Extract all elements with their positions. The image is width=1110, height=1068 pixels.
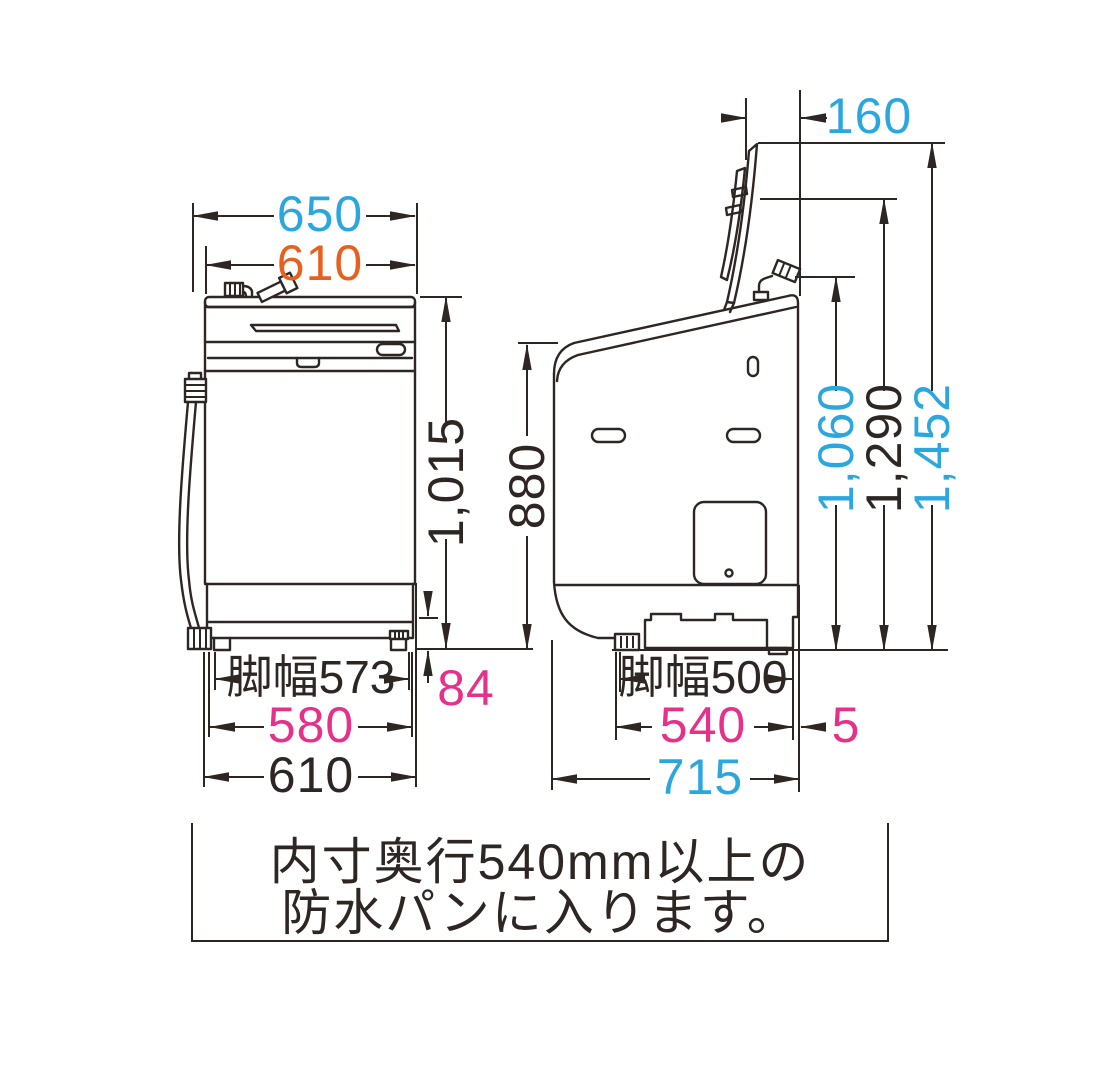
front-right-leg — [389, 637, 408, 652]
side-front-skirt — [552, 580, 617, 640]
front-panel-lines — [203, 340, 417, 373]
note-line-1: 内寸奥行540mm以上の — [270, 834, 811, 890]
side-body-outline — [552, 294, 800, 587]
dim-650-label: 650 — [277, 186, 363, 242]
dim-leg-width-500-label: 脚幅500 — [619, 651, 788, 703]
front-lid-groove — [249, 323, 401, 333]
front-top-hose-fittings — [223, 271, 299, 304]
front-pill-button — [375, 342, 407, 357]
side-handle-slot-right — [725, 427, 762, 444]
front-cabinet-outline — [203, 300, 417, 586]
dim-1060-label: 1,060 — [808, 383, 864, 513]
front-top-band — [203, 295, 417, 309]
ext-side-heights — [518, 142, 945, 344]
extension-lines — [192, 90, 948, 792]
note-box: 内寸奥行540mm以上の 防水パンに入ります。 — [191, 823, 889, 942]
front-view-drawing — [177, 271, 417, 652]
side-open-lid — [719, 142, 759, 314]
front-drain-hose — [177, 371, 213, 651]
front-right-leg-ribbed-fitting — [388, 629, 410, 641]
side-service-panel — [692, 500, 768, 586]
side-view-drawing — [552, 142, 802, 656]
dim-leg-width-573-label: 脚幅573 — [227, 651, 396, 703]
front-center-tab — [295, 356, 321, 369]
front-base — [205, 582, 415, 640]
dim-160-label: 160 — [826, 88, 912, 144]
side-vertical-slot — [746, 355, 760, 378]
dim-84-label: 84 — [437, 660, 495, 716]
ext-front-bottom — [203, 583, 417, 787]
side-top-seam — [555, 305, 798, 383]
dim-580-label: 580 — [268, 697, 354, 753]
side-panel-screw — [724, 568, 734, 578]
dimension-lines — [192, 113, 937, 784]
side-base — [613, 583, 800, 656]
dim-1290-label: 1,290 — [856, 383, 912, 513]
dim-880-label: 880 — [499, 443, 555, 529]
dimension-labels: 650 610 1,015 84 脚幅573 580 610 160 880 1… — [227, 88, 960, 805]
dim-1015-label: 1,015 — [418, 417, 474, 547]
side-rear-hose-fitting — [752, 258, 802, 302]
note-line-2: 防水パンに入ります。 — [281, 885, 799, 941]
front-left-leg — [212, 636, 232, 652]
dim-1452-label: 1,452 — [904, 383, 960, 513]
dim-5-label: 5 — [832, 697, 861, 753]
note-box-border — [191, 823, 889, 942]
dim-610-bottom-label: 610 — [268, 747, 354, 803]
dim-540-label: 540 — [660, 697, 746, 753]
dim-715-label: 715 — [657, 749, 743, 805]
ext-side-vertical — [745, 90, 801, 792]
ext-side-bottom — [551, 640, 794, 790]
dim-610-top-label: 610 — [277, 235, 363, 291]
side-handle-slot-left — [590, 427, 627, 444]
